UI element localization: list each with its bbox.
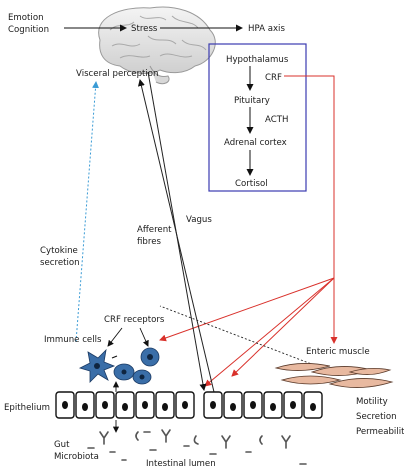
cognition-label: Cognition bbox=[8, 25, 49, 35]
adrenal-cortex-label: Adrenal cortex bbox=[224, 138, 287, 148]
epithelial-nucleus bbox=[142, 401, 148, 409]
crf-to-epithelium-arrow-2 bbox=[204, 277, 335, 387]
gut-label: Gut bbox=[54, 440, 70, 450]
crf-receptors-label: CRF receptors bbox=[104, 315, 165, 325]
permeability-label: Permeability bbox=[356, 427, 404, 437]
acth-label: ACTH bbox=[265, 115, 288, 125]
immune-cell-icon-2 bbox=[140, 347, 160, 367]
intestinal-lumen-label: Intestinal lumen bbox=[146, 459, 216, 469]
epithelial-nucleus bbox=[102, 401, 108, 409]
epithelial-nucleus bbox=[182, 401, 188, 409]
crf-label: CRF bbox=[265, 73, 282, 83]
epithelial-nucleus bbox=[290, 401, 296, 409]
microbiota-label: Microbiota bbox=[54, 452, 99, 462]
epithelial-nucleus bbox=[82, 403, 88, 411]
cytokine-label: Cytokine bbox=[40, 246, 78, 256]
epithelial-nucleus bbox=[250, 401, 256, 409]
vagus-label: Vagus bbox=[186, 215, 212, 225]
epithelial-nucleus bbox=[270, 403, 276, 411]
stress-label: Stress bbox=[131, 24, 158, 34]
enteric-dotted-line bbox=[159, 305, 315, 366]
visceral-perception-label: Visceral perception bbox=[76, 69, 159, 79]
pituitary-label: Pituitary bbox=[234, 96, 270, 106]
hpa-axis-label: HPA axis bbox=[248, 24, 285, 34]
immune-cell-icon bbox=[78, 348, 116, 383]
epithelial-nucleus bbox=[310, 403, 316, 411]
hpa-axis-box bbox=[208, 43, 307, 192]
epithelial-nucleus bbox=[122, 403, 128, 411]
hypothalamus-label: Hypothalamus bbox=[226, 55, 289, 65]
cytokine-secretion-label: secretion bbox=[40, 258, 80, 268]
afferent-line bbox=[137, 79, 215, 393]
epithelial-nucleus bbox=[62, 401, 68, 409]
cortisol-label: Cortisol bbox=[235, 179, 268, 189]
motility-label: Motility bbox=[356, 397, 388, 407]
brain-icon bbox=[98, 6, 216, 85]
epithelial-nucleus bbox=[210, 401, 216, 409]
enteric-muscle-label: Enteric muscle bbox=[306, 347, 370, 357]
crf-path-line bbox=[284, 75, 335, 340]
secretion-label: Secretion bbox=[356, 412, 397, 422]
cytokine-dotted-arrow bbox=[75, 81, 100, 343]
receptor-tick bbox=[111, 355, 118, 359]
immune-cell-icon-3 bbox=[113, 363, 135, 381]
epithelial-nucleus bbox=[230, 403, 236, 411]
crf-receptor-arrow-2 bbox=[139, 327, 149, 347]
microbiota-icons bbox=[87, 429, 307, 465]
crf-to-immune-arrow bbox=[159, 277, 335, 342]
crf-receptor-arrow-1 bbox=[107, 327, 123, 347]
immune-cell-icon-4 bbox=[132, 369, 152, 385]
smooth-muscle-icon bbox=[274, 363, 394, 388]
epithelium-label: Epithelium bbox=[4, 403, 50, 413]
epithelium-cells bbox=[55, 391, 323, 419]
epithelial-nucleus bbox=[162, 403, 168, 411]
afferent-label: Afferent bbox=[137, 225, 172, 235]
immune-cells-label: Immune cells bbox=[44, 335, 102, 345]
emotion-label: Emotion bbox=[8, 13, 44, 23]
crf-to-epithelium-arrow bbox=[231, 277, 335, 377]
fibres-label: fibres bbox=[137, 237, 161, 247]
